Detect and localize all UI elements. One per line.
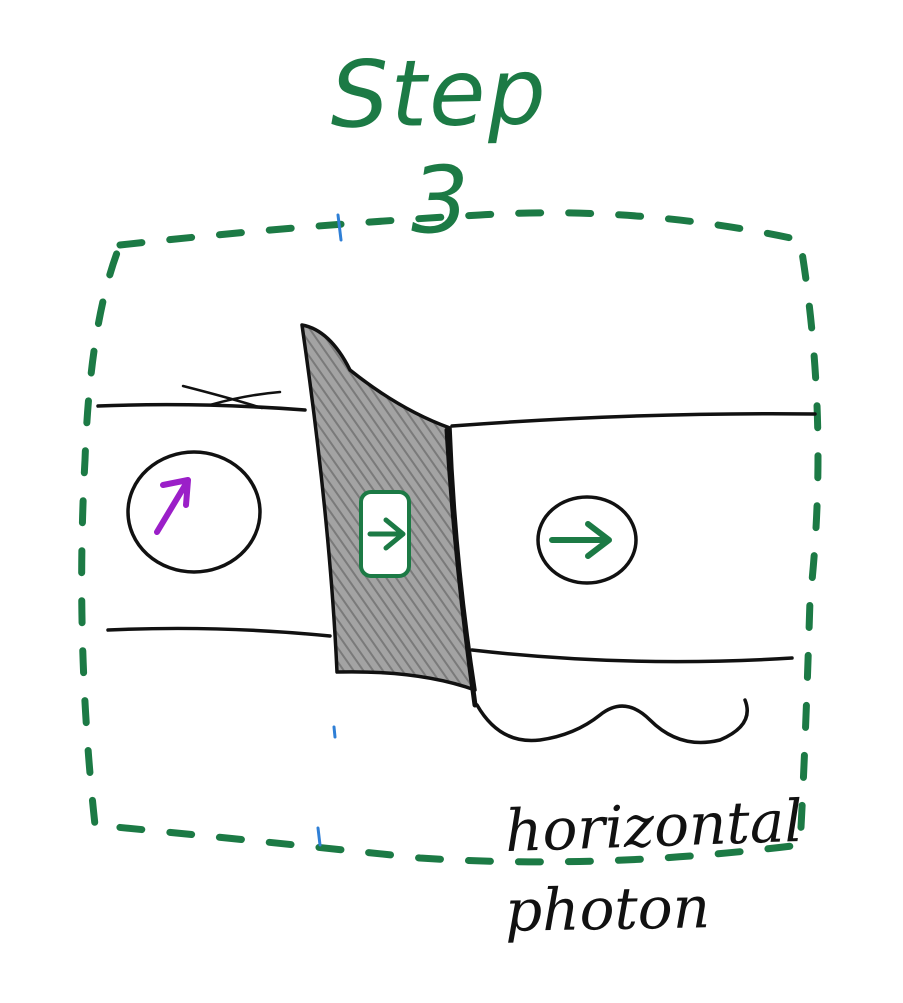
axis-mark-middle	[332, 725, 337, 739]
photon-label-line2: photon	[504, 873, 711, 945]
axis-mark-top	[336, 213, 343, 242]
outgoing-photon-arrow-icon	[549, 521, 612, 559]
right-beam-top-line	[450, 412, 817, 428]
wave-line	[475, 698, 749, 745]
left-beam-top-line	[96, 402, 307, 412]
left-beam-top-scribble	[181, 384, 282, 410]
axis-mark-bottom	[316, 826, 322, 847]
right-beam-bottom-line	[470, 648, 794, 664]
outgoing-photon-circle	[536, 495, 638, 585]
photon-label-line1: horizontal	[503, 786, 804, 866]
left-beam-bottom-line	[106, 626, 332, 638]
incoming-photon-circle	[126, 450, 262, 574]
filter-arrow-icon	[367, 517, 406, 551]
polarizer-right-edge	[444, 427, 478, 708]
incoming-photon-arrow-icon	[154, 477, 191, 535]
